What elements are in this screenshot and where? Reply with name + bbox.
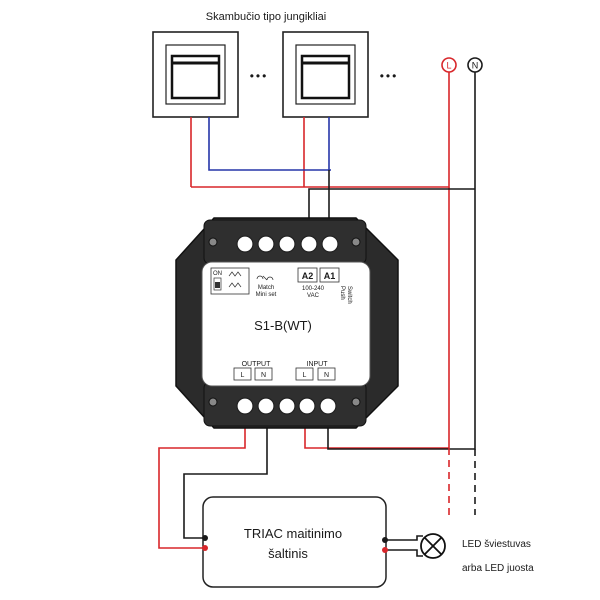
led-label-2: arba LED juosta bbox=[462, 563, 534, 574]
model-name: S1-B(WT) bbox=[254, 318, 312, 333]
wire-live-input bbox=[304, 187, 450, 449]
controller-device: ON Match Mini set A2 A1 100-240 VAC Push… bbox=[175, 217, 399, 429]
match-label-2: Mini set bbox=[256, 292, 277, 298]
output-l-label: L bbox=[241, 372, 245, 379]
terminal-neutral-label: N bbox=[472, 61, 479, 71]
input-label: INPUT bbox=[307, 361, 329, 368]
voltage-label-1: 100-240 bbox=[302, 286, 325, 292]
input-n-label: N bbox=[324, 372, 329, 379]
wire-led-top bbox=[385, 535, 423, 541]
wire-switch1-signal bbox=[208, 117, 331, 171]
bottom-terminal-block bbox=[236, 397, 337, 415]
terminal-live-label: L bbox=[446, 61, 451, 71]
triac-power-supply: TRIAC maitinimo šaltinis bbox=[202, 496, 388, 588]
push-switch-1 bbox=[152, 31, 239, 118]
terminal-a1-label: A1 bbox=[324, 271, 336, 281]
power-supply-title-2: šaltinis bbox=[268, 546, 308, 561]
wire-output-neutral bbox=[183, 410, 268, 539]
push-switch-2 bbox=[282, 31, 369, 118]
dip-on-label: ON bbox=[213, 271, 222, 277]
power-supply-title-1: TRIAC maitinimo bbox=[244, 526, 342, 541]
wire-neutral-main bbox=[327, 72, 476, 450]
voltage-label-2: VAC bbox=[307, 293, 320, 299]
wire-led-bottom bbox=[385, 549, 423, 557]
match-button: Match Mini set bbox=[256, 275, 277, 298]
wire-output-live bbox=[158, 410, 246, 549]
push-label-2: Switch bbox=[346, 286, 352, 304]
output-n-label: N bbox=[261, 372, 266, 379]
terminal-a2-label: A2 bbox=[302, 271, 314, 281]
terminal-live: L bbox=[441, 57, 457, 73]
diagram-title: Skambučio tipo jungikliai bbox=[206, 11, 326, 23]
top-terminal-block bbox=[236, 235, 339, 253]
ellipsis-2: ••• bbox=[380, 69, 399, 83]
led-lamp-icon bbox=[420, 533, 446, 559]
output-label: OUTPUT bbox=[242, 361, 272, 368]
push-label-1: Push bbox=[339, 286, 345, 300]
terminal-neutral: N bbox=[467, 57, 483, 73]
dip-switch: ON bbox=[210, 267, 250, 295]
ellipsis-1: ••• bbox=[250, 69, 269, 83]
led-label-1: LED šviestuvas bbox=[462, 539, 531, 550]
input-l-label: L bbox=[303, 372, 307, 379]
match-label-1: Match bbox=[258, 285, 274, 291]
